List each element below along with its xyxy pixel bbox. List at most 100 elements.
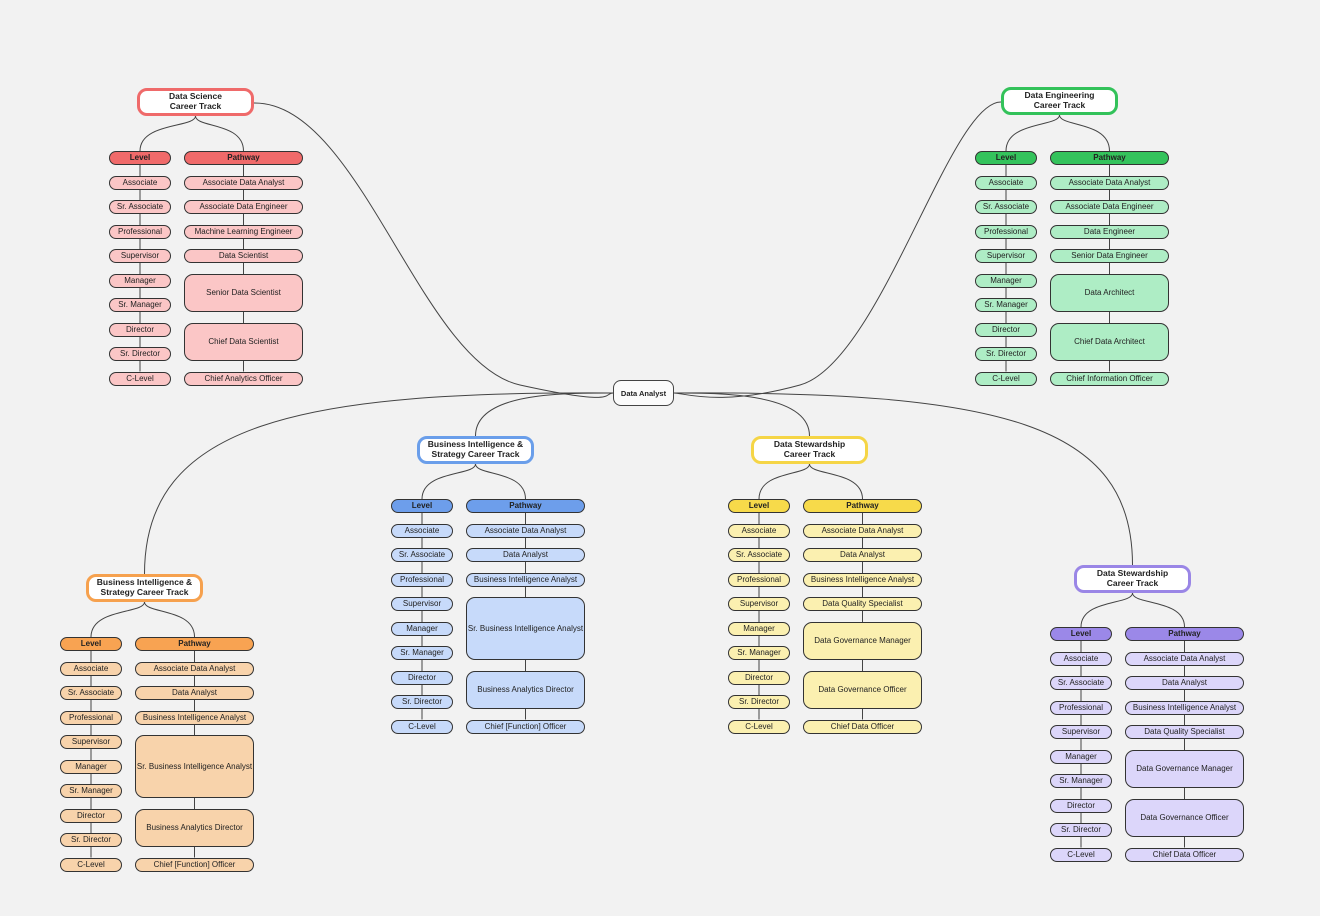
level-cell[interactable]: Sr. Manager xyxy=(109,298,171,312)
level-cell[interactable]: C-Level xyxy=(975,371,1037,386)
level-cell[interactable]: Sr. Associate xyxy=(391,548,453,562)
pathway-cell[interactable]: Associate Data Analyst xyxy=(803,523,922,538)
level-cell[interactable]: Supervisor xyxy=(391,597,453,611)
pathway-cell[interactable]: Chief [Function] Officer xyxy=(135,857,254,872)
pathway-cell[interactable]: Business Intelligence Analyst xyxy=(135,710,254,725)
pathway-cell[interactable]: Data Analyst xyxy=(466,548,585,562)
level-cell[interactable]: Sr. Director xyxy=(1050,823,1112,837)
pathway-cell[interactable]: Associate Data Analyst xyxy=(1050,175,1169,190)
level-cell[interactable]: Supervisor xyxy=(1050,725,1112,739)
pathway-cell[interactable]: Chief Data Officer xyxy=(803,719,922,734)
level-cell[interactable]: Sr. Director xyxy=(391,695,453,709)
level-cell[interactable]: C-Level xyxy=(109,371,171,386)
level-cell[interactable]: Professional xyxy=(1050,700,1112,715)
level-cell[interactable]: Director xyxy=(728,670,790,685)
pathway-cell[interactable]: Associate Data Analyst xyxy=(466,523,585,538)
pathway-cell[interactable]: Chief Data Scientist xyxy=(184,322,303,361)
level-cell[interactable]: Manager xyxy=(109,273,171,288)
level-cell[interactable]: Manager xyxy=(60,759,122,774)
level-cell[interactable]: Supervisor xyxy=(975,249,1037,263)
level-cell[interactable]: Manager xyxy=(975,273,1037,288)
pathway-cell[interactable]: Data Analyst xyxy=(803,548,922,562)
level-cell[interactable]: Director xyxy=(391,670,453,685)
track-title-bi2[interactable]: Business Intelligence &Strategy Career T… xyxy=(86,574,203,602)
pathway-cell[interactable]: Data Analyst xyxy=(1125,676,1244,690)
level-cell[interactable]: C-Level xyxy=(60,857,122,872)
pathway-cell[interactable]: Business Intelligence Analyst xyxy=(803,572,922,587)
track-title-bi1[interactable]: Business Intelligence &Strategy Career T… xyxy=(417,436,534,464)
pathway-cell[interactable]: Business Intelligence Analyst xyxy=(466,572,585,587)
level-cell[interactable]: C-Level xyxy=(391,719,453,734)
level-cell[interactable]: Professional xyxy=(391,572,453,587)
pathway-cell[interactable]: Chief [Function] Officer xyxy=(466,719,585,734)
pathway-cell[interactable]: Chief Information Officer xyxy=(1050,371,1169,386)
level-cell[interactable]: Supervisor xyxy=(109,249,171,263)
pathway-cell[interactable]: Associate Data Analyst xyxy=(1125,651,1244,666)
pathway-cell[interactable]: Data Governance Officer xyxy=(1125,798,1244,837)
pathway-cell[interactable]: Chief Analytics Officer xyxy=(184,371,303,386)
level-cell[interactable]: Manager xyxy=(728,621,790,636)
pathway-cell[interactable]: Machine Learning Engineer xyxy=(184,224,303,239)
level-cell[interactable]: Sr. Associate xyxy=(1050,676,1112,690)
level-cell[interactable]: Associate xyxy=(109,175,171,190)
level-cell[interactable]: Associate xyxy=(1050,651,1112,666)
level-cell[interactable]: Professional xyxy=(109,224,171,239)
pathway-cell[interactable]: Data Architect xyxy=(1050,273,1169,312)
pathway-cell[interactable]: Senior Data Scientist xyxy=(184,273,303,312)
level-cell[interactable]: Sr. Manager xyxy=(728,646,790,660)
pathway-cell[interactable]: Data Quality Specialist xyxy=(1125,725,1244,739)
pathway-cell[interactable]: Sr. Business Intelligence Analyst xyxy=(135,735,254,798)
level-cell[interactable]: Associate xyxy=(391,523,453,538)
pathway-cell[interactable]: Associate Data Analyst xyxy=(135,661,254,676)
level-cell[interactable]: Director xyxy=(109,322,171,337)
pathway-cell[interactable]: Business Analytics Director xyxy=(466,670,585,709)
level-cell[interactable]: Sr. Manager xyxy=(975,298,1037,312)
level-cell[interactable]: Associate xyxy=(728,523,790,538)
level-cell[interactable]: Supervisor xyxy=(728,597,790,611)
pathway-cell[interactable]: Chief Data Architect xyxy=(1050,322,1169,361)
pathway-cell[interactable]: Data Governance Manager xyxy=(803,621,922,660)
pathway-cell[interactable]: Business Intelligence Analyst xyxy=(1125,700,1244,715)
level-cell[interactable]: Professional xyxy=(728,572,790,587)
level-cell[interactable]: Sr. Associate xyxy=(728,548,790,562)
pathway-cell[interactable]: Data Governance Manager xyxy=(1125,749,1244,788)
level-cell[interactable]: Sr. Manager xyxy=(60,784,122,798)
level-cell[interactable]: Sr. Associate xyxy=(975,200,1037,214)
root-node-data-analyst[interactable]: Data Analyst xyxy=(613,380,674,406)
level-cell[interactable]: Sr. Manager xyxy=(391,646,453,660)
level-cell[interactable]: Director xyxy=(60,808,122,823)
pathway-cell[interactable]: Sr. Business Intelligence Analyst xyxy=(466,597,585,660)
pathway-cell[interactable]: Associate Data Engineer xyxy=(1050,200,1169,214)
pathway-cell[interactable]: Data Analyst xyxy=(135,686,254,700)
pathway-cell[interactable]: Data Engineer xyxy=(1050,224,1169,239)
level-cell[interactable]: Director xyxy=(1050,798,1112,813)
level-cell[interactable]: Sr. Director xyxy=(109,347,171,361)
level-cell[interactable]: Professional xyxy=(975,224,1037,239)
level-cell[interactable]: C-Level xyxy=(728,719,790,734)
level-cell[interactable]: Professional xyxy=(60,710,122,725)
pathway-cell[interactable]: Business Analytics Director xyxy=(135,808,254,847)
pathway-cell[interactable]: Data Quality Specialist xyxy=(803,597,922,611)
level-cell[interactable]: Sr. Associate xyxy=(60,686,122,700)
pathway-cell[interactable]: Associate Data Analyst xyxy=(184,175,303,190)
level-cell[interactable]: Director xyxy=(975,322,1037,337)
pathway-cell[interactable]: Chief Data Officer xyxy=(1125,847,1244,862)
level-cell[interactable]: Associate xyxy=(60,661,122,676)
level-cell[interactable]: Associate xyxy=(975,175,1037,190)
pathway-cell[interactable]: Data Scientist xyxy=(184,249,303,263)
level-cell[interactable]: Sr. Director xyxy=(728,695,790,709)
level-cell[interactable]: Manager xyxy=(1050,749,1112,764)
level-cell[interactable]: Manager xyxy=(391,621,453,636)
pathway-cell[interactable]: Data Governance Officer xyxy=(803,670,922,709)
level-cell[interactable]: Sr. Director xyxy=(60,833,122,847)
level-cell[interactable]: C-Level xyxy=(1050,847,1112,862)
level-cell[interactable]: Supervisor xyxy=(60,735,122,749)
level-cell[interactable]: Sr. Associate xyxy=(109,200,171,214)
level-cell[interactable]: Sr. Manager xyxy=(1050,774,1112,788)
level-cell[interactable]: Sr. Director xyxy=(975,347,1037,361)
pathway-cell[interactable]: Senior Data Engineer xyxy=(1050,249,1169,263)
